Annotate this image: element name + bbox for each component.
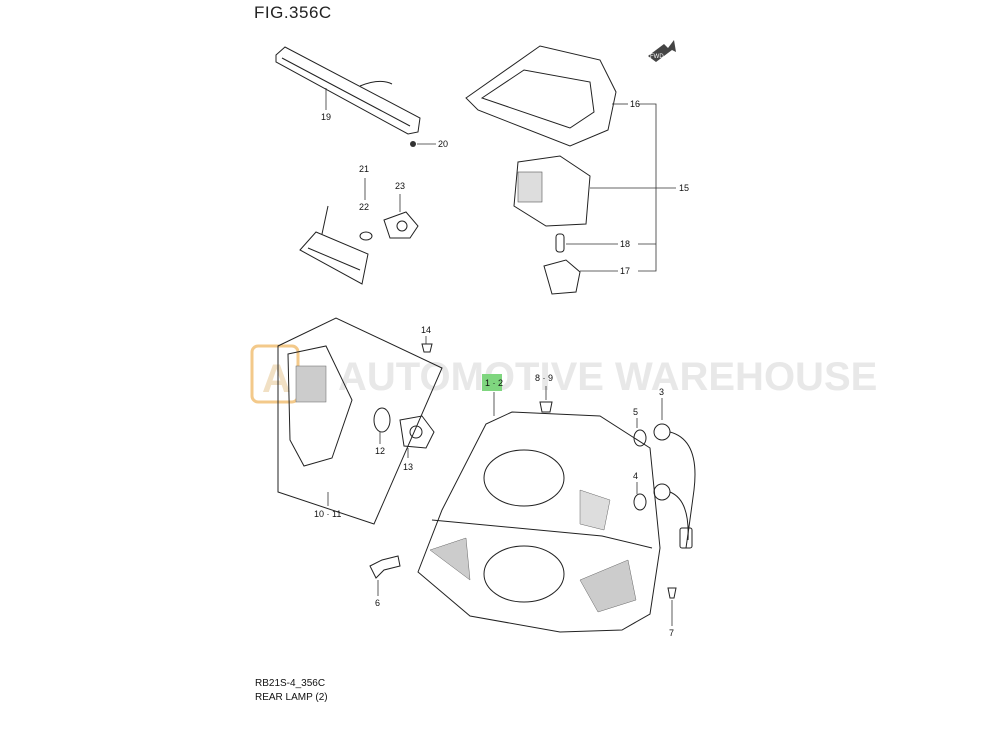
part-17-socket	[543, 259, 618, 295]
callout-19: 19	[321, 112, 331, 122]
callout-14: 14	[421, 325, 431, 335]
part-8-9-clip	[539, 386, 553, 413]
figure-code: RB21S-4_356C	[255, 678, 326, 689]
callout-21: 21	[359, 164, 369, 174]
callout-17: 17	[620, 266, 630, 276]
callout-12: 12	[375, 446, 385, 456]
callout-18: 18	[620, 239, 630, 249]
part-6-screw	[369, 555, 401, 596]
callout-15: 15	[679, 183, 689, 193]
figure-name: REAR LAMP (2)	[255, 692, 328, 703]
part-7-clip	[667, 587, 677, 626]
part-21-license-lamp	[299, 205, 369, 285]
callout-1-2: 1 · 2	[485, 378, 503, 388]
part-4-bulb	[633, 482, 647, 511]
callout-13: 13	[403, 462, 413, 472]
fwd-arrow-icon: FWD	[648, 40, 676, 62]
callout-7: 7	[669, 628, 674, 638]
part-1-2-rear-lamp	[417, 374, 661, 633]
part-15-lamp-housing	[513, 155, 676, 227]
part-18-bulb	[555, 233, 618, 253]
part-14-clip	[421, 336, 433, 353]
part-20-screw	[410, 141, 436, 147]
part-5-bulb	[633, 418, 647, 447]
callout-20: 20	[438, 139, 448, 149]
fwd-label: FWD	[650, 54, 664, 60]
group-bracket-15-18	[638, 103, 657, 272]
callout-10-11: 10 · 11	[314, 509, 341, 519]
callout-3: 3	[659, 387, 664, 397]
figure-title: FIG.356C	[254, 3, 332, 22]
highlight-box	[482, 374, 502, 391]
callout-5: 5	[633, 407, 638, 417]
callout-16: 16	[630, 99, 640, 109]
watermark: A AUTOMOTIVE WAREHOUSE	[250, 344, 877, 404]
part-12-bulb	[373, 407, 391, 444]
watermark-logo-letter: A	[262, 357, 291, 401]
part-13-socket	[399, 415, 435, 458]
callout-23: 23	[395, 181, 405, 191]
part-10-11-side-lamp-box	[277, 317, 443, 525]
callout-4: 4	[633, 471, 638, 481]
part-16-lamp-cover	[465, 45, 628, 147]
callout-6: 6	[375, 598, 380, 608]
part-22-bulb	[359, 231, 373, 241]
part-3-wiring-harness	[653, 398, 696, 549]
callout-8-9: 8 · 9	[535, 373, 553, 383]
watermark-text: AUTOMOTIVE WAREHOUSE	[338, 355, 877, 399]
part-19-light-bar	[275, 46, 421, 135]
part-23-socket	[383, 211, 419, 239]
callout-22: 22	[359, 202, 369, 212]
